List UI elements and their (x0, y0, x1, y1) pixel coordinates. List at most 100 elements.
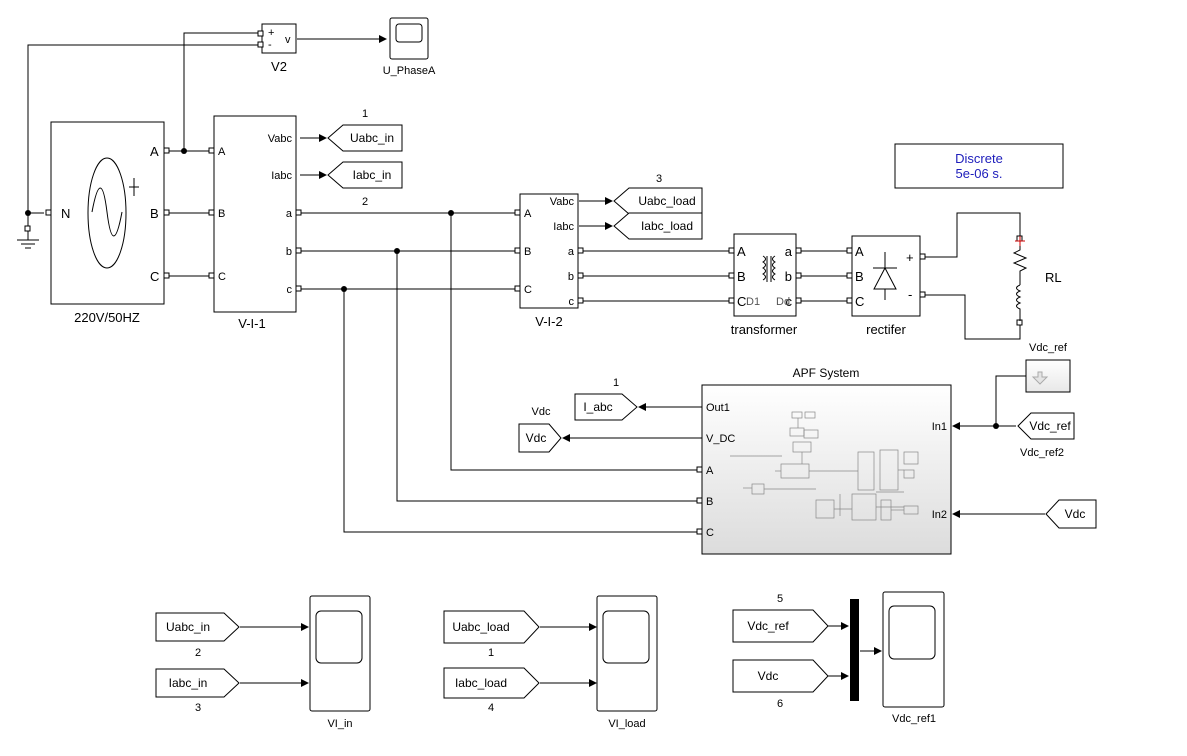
from-vdc-ref[interactable]: Vdc_ref 5 (732, 593, 829, 643)
vi1-in-a: A (218, 146, 226, 158)
scope-screen-icon (602, 610, 650, 664)
apf-title: APF System (793, 366, 860, 380)
junction-dot (181, 148, 187, 154)
goto-iabc-in-label: Iabc_in (353, 168, 392, 182)
arrow-down-icon (1031, 371, 1049, 385)
mux-block[interactable] (850, 599, 859, 701)
scope-vdc-ref1[interactable]: Vdc_ref1 (882, 591, 945, 725)
rectifier-minus: - (908, 287, 912, 302)
source-name: 220V/50HZ (74, 310, 140, 325)
vi1-out-a: a (286, 208, 293, 220)
vi2-out-c: c (569, 296, 575, 308)
goto-vdc-ref[interactable]: Vdc_ref Vdc_ref2 (1017, 412, 1075, 459)
from-uabc-load-label: Uabc_load (452, 620, 509, 634)
scope-screen-icon (315, 610, 363, 664)
scope-vdc-ref1-name: Vdc_ref1 (892, 713, 936, 725)
port-label-a: A (150, 144, 159, 159)
rectifier-in-a: A (855, 244, 864, 259)
voltage-measurement-v2-block[interactable]: + - v V2 (257, 23, 297, 74)
apf-port-a: A (706, 465, 714, 477)
from-uabc-load[interactable]: Uabc_load 1 (443, 610, 540, 659)
goto-uabc-in[interactable]: Uabc_in 1 (327, 108, 403, 152)
transformer-name: transformer (731, 322, 798, 337)
from-iabc-load-label: Iabc_load (455, 676, 507, 690)
goto-i-abc[interactable]: I_abc 1 (574, 377, 638, 421)
transformer-in-b: B (737, 269, 746, 284)
from-iabc-in[interactable]: Iabc_in 3 (155, 668, 240, 714)
apf-port-in1: In1 (932, 421, 947, 433)
apf-internal-preview (730, 411, 919, 521)
v2-name: V2 (271, 59, 287, 74)
wires (27, 32, 1045, 687)
transformer-out-b: b (785, 269, 792, 284)
transformer-out-a: a (785, 244, 793, 259)
from-iabc-in-number: 3 (195, 702, 201, 714)
vi2-out-b: b (568, 271, 574, 283)
from-iabc-in-label: Iabc_in (169, 676, 208, 690)
goto-iabc-load[interactable]: Iabc_load (613, 212, 703, 240)
apf-port-c: C (706, 527, 714, 539)
rectifier-in-c: C (855, 294, 864, 309)
sine-wave-icon (91, 187, 123, 237)
scope-vi-load-name: VI_load (608, 718, 645, 730)
goto-iabc-in[interactable]: Iabc_in 2 (327, 161, 403, 208)
vi-measurement-1-block[interactable]: A B C Vabc Iabc a b c V-I-1 (208, 115, 302, 331)
goto-uabc-in-number: 1 (362, 108, 368, 120)
inductor-icon (1016, 284, 1022, 321)
goto-vdc[interactable]: Vdc Vdc (518, 406, 562, 453)
from-vdc[interactable]: Vdc 6 (732, 659, 829, 710)
rectifier-block[interactable]: A B C + - rectifer (846, 235, 926, 337)
scope-u-phasea[interactable]: U_PhaseA (383, 17, 436, 77)
three-phase-source-block[interactable]: N A B C 220V/50HZ (45, 121, 170, 325)
transformer-winding2-label: Dd (776, 296, 790, 308)
from-vdc-in2-label: Vdc (1065, 507, 1086, 521)
goto-iabc-load-label: Iabc_load (641, 219, 693, 233)
vi1-in-b: B (218, 208, 225, 220)
powergui-block[interactable]: Discrete 5e-06 s. (894, 143, 1064, 189)
transformer-out-c: c (786, 294, 793, 309)
junction-dot (448, 210, 454, 216)
scope-vi-in-name: VI_in (327, 718, 352, 730)
from-vdc-in2[interactable]: Vdc (1045, 499, 1097, 529)
apf-subsystem-block[interactable]: APF System (696, 366, 952, 555)
port-label-n: N (61, 206, 70, 221)
rl-load-block[interactable]: RL (1012, 235, 1062, 326)
goto-vdc-label: Vdc (526, 431, 547, 445)
junction-dots (25, 148, 999, 429)
goto-uabc-load[interactable]: Uabc_load 3 (613, 173, 703, 215)
from-iabc-load[interactable]: Iabc_load 4 (443, 667, 540, 714)
goto-i-abc-label: I_abc (583, 400, 612, 414)
transformer-block[interactable]: A B C a b c D1 Dd transformer (728, 233, 802, 337)
junction-dot (394, 248, 400, 254)
powergui-sample-time: 5e-06 s. (956, 166, 1003, 181)
vi-measurement-2-block[interactable]: A B C Vabc Iabc a b c V-I-2 (514, 193, 584, 329)
scope-screen-icon (888, 605, 936, 660)
from-vdc-ref-number: 5 (777, 593, 783, 605)
junction-dot (25, 210, 31, 216)
from-uabc-in-number: 2 (195, 647, 201, 659)
from-vdc-label: Vdc (758, 669, 779, 683)
transformer-in-a: A (737, 244, 746, 259)
vi2-name: V-I-2 (535, 314, 562, 329)
from-uabc-in-label: Uabc_in (166, 620, 210, 634)
scope-vi-in[interactable]: VI_in (309, 595, 371, 730)
vi1-out-c: c (287, 284, 293, 296)
from-uabc-in[interactable]: Uabc_in 2 (155, 612, 240, 659)
vi2-in-b: B (524, 246, 531, 258)
from-iabc-load-number: 4 (488, 702, 494, 714)
transformer-winding1-label: D1 (746, 296, 760, 308)
from-uabc-load-number: 1 (488, 647, 494, 659)
from-vdc-number: 6 (777, 698, 783, 710)
scope-vi-load[interactable]: VI_load (596, 595, 658, 730)
diode-icon (873, 252, 897, 300)
scope-screen-icon (395, 23, 423, 43)
transformer-in-c: C (737, 294, 746, 309)
rectifier-name: rectifer (866, 322, 906, 337)
powergui-mode: Discrete (955, 151, 1003, 166)
apf-port-in2: In2 (932, 509, 947, 521)
v2-minus-label: - (268, 39, 272, 51)
constant-vdc-ref-block[interactable]: Vdc_ref (1025, 342, 1071, 393)
vi1-out-vabc: Vabc (268, 133, 293, 145)
ground-symbol[interactable] (17, 225, 39, 249)
from-vdc-ref-label: Vdc_ref (747, 619, 789, 633)
